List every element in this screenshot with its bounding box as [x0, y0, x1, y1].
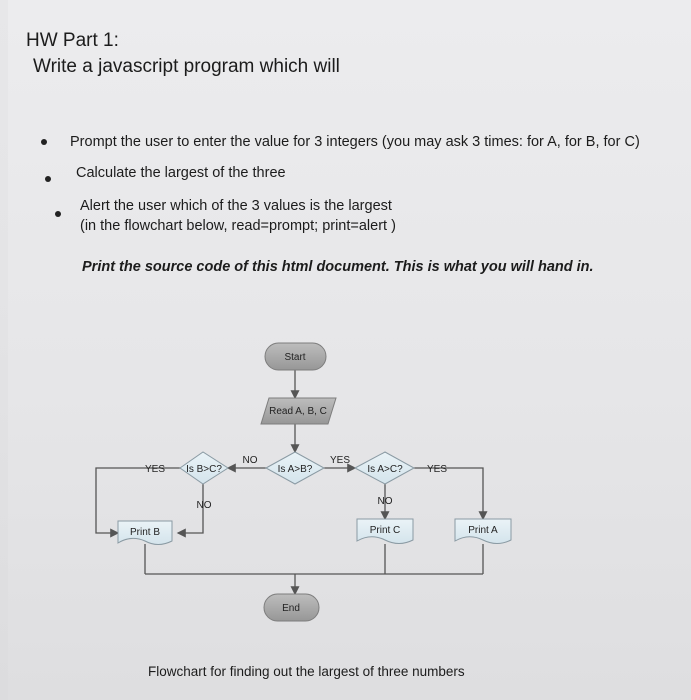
decision-ac-label: Is A>C?	[367, 464, 403, 475]
page-title: HW Part 1:	[26, 30, 119, 51]
decision-ab-label: Is A>B?	[278, 464, 313, 475]
decision-bc-label: Is B>C?	[186, 464, 222, 475]
bullet-dot-3	[55, 211, 61, 217]
page-subtitle: Write a javascript program which will	[33, 56, 340, 77]
decision-b-gt-c	[179, 451, 229, 485]
print-c-label: Print C	[370, 525, 401, 536]
start-node	[264, 342, 327, 371]
connector-bc-yes	[95, 467, 185, 538]
connector-ac-yes	[414, 467, 488, 521]
label-no-bc: NO	[197, 500, 212, 511]
label-yes-ab: YES	[330, 455, 350, 466]
print-c-node	[356, 518, 414, 544]
start-label: Start	[284, 352, 305, 363]
bullet-alert-note: (in the flowchart below, read=prompt; pr…	[80, 218, 396, 234]
worksheet-paper	[8, 0, 691, 700]
label-yes-bc: YES	[145, 464, 165, 475]
end-label: End	[282, 603, 300, 614]
read-label: Read A, B, C	[269, 406, 327, 417]
bullet-alert: Alert the user which of the 3 values is …	[80, 198, 392, 214]
bullet-prompt: Prompt the user to enter the value for 3…	[70, 134, 640, 150]
label-no-ac: NO	[378, 496, 393, 507]
bullet-dot-2	[45, 176, 51, 182]
print-b-label: Print B	[130, 527, 160, 538]
instruction-text: Print the source code of this html docum…	[82, 259, 594, 275]
decision-a-gt-b	[264, 451, 326, 485]
print-a-node	[454, 518, 512, 544]
print-a-label: Print A	[468, 525, 498, 536]
label-yes-ac: YES	[427, 464, 447, 475]
bullet-dot-1	[41, 139, 47, 145]
flowchart-caption: Flowchart for finding out the largest of…	[148, 664, 465, 679]
read-node	[260, 397, 337, 425]
bullet-calculate: Calculate the largest of the three	[76, 165, 286, 181]
connector-bc-no	[176, 484, 204, 538]
decision-a-gt-c	[353, 451, 416, 485]
end-node	[263, 593, 320, 622]
print-b-node	[117, 520, 173, 545]
label-no-ab: NO	[243, 455, 258, 466]
